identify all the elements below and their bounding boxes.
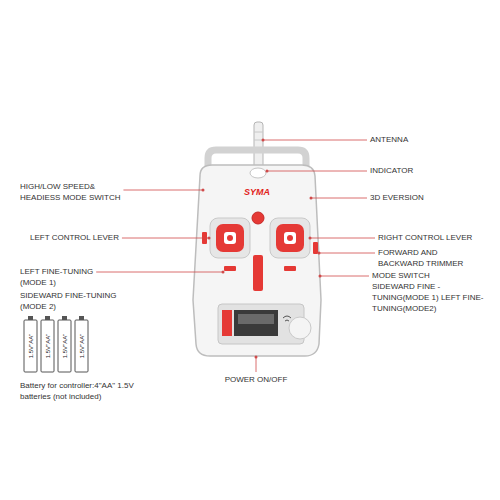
- part-label: LEFT CONTROL LEVER: [30, 232, 150, 243]
- lever-center: [227, 235, 233, 241]
- part-label: POWER ON/OFF: [211, 374, 301, 385]
- display-panel: [234, 310, 278, 336]
- leader-line: [267, 171, 367, 172]
- leader-dot: [309, 237, 312, 240]
- leader-line: [310, 238, 375, 239]
- display-detail: [238, 314, 274, 324]
- battery-label: 1.5V"AA": [25, 321, 37, 371]
- leader-line: [123, 190, 203, 191]
- battery-tip: [79, 316, 84, 320]
- power-switch: [253, 255, 263, 291]
- antenna-ridge: [254, 132, 263, 133]
- part-label: ANTENNA: [370, 134, 480, 145]
- control-lever: [276, 224, 304, 252]
- part-label: INDICATOR: [370, 165, 480, 176]
- lever-center: [287, 235, 293, 241]
- lever-cap: [224, 232, 236, 244]
- center-button: [252, 212, 264, 224]
- battery: [24, 320, 37, 372]
- part-label: LEFT FINE-TUNING (MODE 1): [20, 266, 102, 288]
- controller-body: [193, 165, 321, 356]
- lever-cap: [284, 232, 296, 244]
- battery: [41, 320, 54, 372]
- leader-line: [263, 140, 367, 141]
- battery-tip: [62, 316, 67, 320]
- battery: [58, 320, 71, 372]
- leader-dot: [202, 189, 205, 192]
- battery-tip: [28, 316, 33, 320]
- antenna: [254, 122, 263, 170]
- trim-button: [284, 266, 296, 271]
- control-lever: [216, 224, 244, 252]
- part-label: 3D EVERSION: [370, 192, 480, 203]
- trim-button: [224, 266, 236, 271]
- leader-line: [320, 276, 369, 277]
- leader-dot: [208, 237, 211, 240]
- part-label: SIDEWARD FINE-TUNING (MODE 2): [20, 290, 124, 312]
- leader-line: [319, 253, 375, 254]
- leader-dot: [222, 271, 225, 274]
- logo-badge: [222, 310, 232, 336]
- leader-dot: [255, 356, 258, 359]
- part-label: FORWARD AND BACKWARD TRIMMER: [378, 247, 473, 269]
- leader-dot: [262, 139, 265, 142]
- leader-dot: [318, 252, 321, 255]
- wireless-symbol: [283, 316, 291, 321]
- battery-label: 1.5V"AA": [42, 321, 54, 371]
- stick-base: [270, 218, 310, 258]
- leader-line: [311, 198, 367, 199]
- leader-line: [96, 272, 223, 273]
- battery-label: 1.5V"AA": [59, 321, 71, 371]
- leader-dot: [266, 170, 269, 173]
- part-label: RIGHT CONTROL LEVER: [378, 232, 490, 243]
- battery-group: [24, 316, 88, 372]
- dial: [289, 317, 311, 339]
- battery: [75, 320, 88, 372]
- battery-tip: [45, 316, 50, 320]
- part-label: HIGH/LOW SPEED& HEADIESS MODE SWITCH: [20, 181, 130, 203]
- battery-note: Battery for controller:4"AA" 1.5V batter…: [20, 380, 160, 402]
- leader-dot: [319, 275, 322, 278]
- leader-dot: [310, 197, 313, 200]
- stick-base: [210, 218, 250, 258]
- brand-logo: SYMA: [235, 187, 279, 198]
- battery-label: 1.5V"AA": [76, 321, 88, 371]
- leader-line: [122, 238, 209, 239]
- leader-line: [256, 357, 257, 372]
- trim-button: [313, 242, 318, 254]
- indicator-light: [250, 168, 266, 178]
- part-label: SIDEWARD FINE - TUNING(MODE 1) LEFT FINE…: [372, 281, 490, 314]
- part-label: MODE SWITCH: [372, 270, 490, 281]
